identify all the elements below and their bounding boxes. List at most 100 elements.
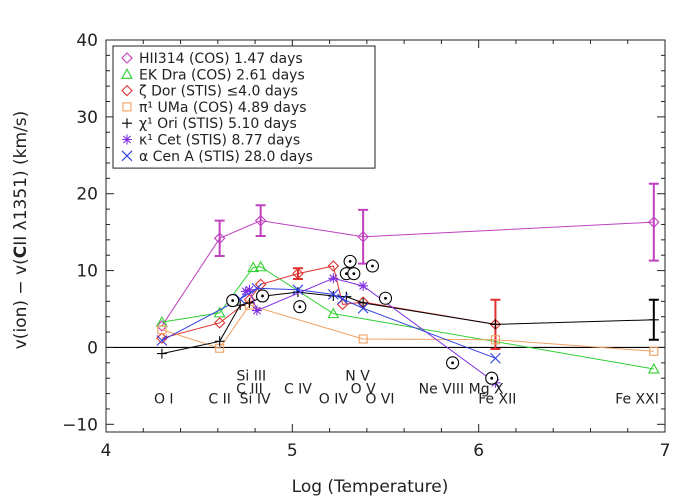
legend-label: ζ Dor (STIS) ≤4.0 days <box>139 84 298 100</box>
ion-label: Si IV <box>240 392 271 408</box>
series-4 <box>157 300 659 356</box>
data-point <box>328 273 339 284</box>
x-tick-label: 6 <box>473 441 484 461</box>
sun-point <box>446 356 460 370</box>
sun-point <box>226 294 240 308</box>
legend-marker <box>122 118 132 129</box>
sun-dot <box>490 376 494 380</box>
data-point <box>647 362 660 374</box>
data-point <box>358 297 369 308</box>
sun-dot <box>384 296 387 300</box>
sun-dot <box>344 272 348 276</box>
sun-dot <box>352 272 356 276</box>
data-point <box>490 335 500 345</box>
legend-marker <box>122 102 132 112</box>
series-1 <box>156 182 660 332</box>
sun-dot <box>298 305 302 309</box>
sun-dot <box>348 259 352 263</box>
y-axis-label-part-3: I <box>11 241 31 246</box>
series-6 <box>240 273 501 388</box>
ion-label: N V <box>345 369 370 385</box>
sun-point <box>378 291 393 305</box>
data-point <box>254 214 267 227</box>
sun-point <box>485 371 499 385</box>
series-line <box>161 265 496 339</box>
legend-marker <box>121 84 133 97</box>
data-point <box>327 307 340 319</box>
y-tick-label: 0 <box>87 338 98 358</box>
data-point <box>327 260 340 272</box>
sun-dot <box>451 361 454 365</box>
plot-frame <box>105 39 666 433</box>
data-point <box>214 336 225 347</box>
data-point <box>240 286 251 297</box>
error-bar <box>255 204 266 237</box>
ion-label: C III <box>236 382 263 398</box>
data-point <box>490 352 501 364</box>
series-line <box>161 266 654 370</box>
data-point <box>648 216 660 228</box>
ion-label: O I <box>154 392 174 408</box>
sun-dot <box>261 294 264 298</box>
data-point <box>358 280 369 291</box>
x-tick-label: 4 <box>101 441 112 461</box>
ion-label: O VI <box>365 392 394 408</box>
data-point <box>213 306 226 318</box>
sun-point <box>255 289 270 303</box>
sun-point <box>293 300 307 314</box>
sun-dot <box>231 299 235 302</box>
legend-label: κ¹ Cet (STIS) 8.77 days <box>139 133 300 149</box>
legend-label: χ¹ Ori (STIS) 5.10 days <box>139 116 297 132</box>
y-tick-label: −10 <box>62 415 98 435</box>
data-point <box>490 319 501 330</box>
data-point <box>327 289 339 300</box>
error-bar <box>292 267 303 281</box>
series-line <box>161 304 654 352</box>
legend-box <box>112 45 376 169</box>
data-point <box>341 291 352 302</box>
legend-marker <box>121 52 133 64</box>
ion-label: Fe XXI <box>615 392 659 408</box>
sun-point <box>365 259 380 273</box>
data-point <box>337 293 349 305</box>
series-3 <box>156 260 502 350</box>
legend-label: α Cen A (STIS) 28.0 days <box>139 149 313 165</box>
data-point <box>156 335 168 346</box>
data-point <box>357 302 369 314</box>
data-point <box>156 348 167 359</box>
sun-dot <box>371 264 374 268</box>
ion-label: Ne VIII <box>419 382 465 398</box>
series-7 <box>156 282 501 364</box>
legend-marker <box>121 68 133 79</box>
sun-points <box>226 254 499 385</box>
data-point <box>648 314 659 325</box>
y-axis-label: v(ion) − v(CII λ1351) (km/s) <box>11 111 31 350</box>
data-point <box>213 317 226 329</box>
y-axis-label-part-4: I λ1351) (km/s) <box>11 111 31 241</box>
data-point <box>157 325 167 335</box>
series-layer <box>155 182 660 388</box>
ion-label: O IV <box>319 392 349 408</box>
data-point <box>254 278 267 291</box>
sun-point <box>347 267 361 281</box>
data-point <box>156 320 168 332</box>
data-point <box>292 284 304 296</box>
y-axis-label-part-1: v(ion) − v( <box>11 258 31 349</box>
y-tick-label: 20 <box>76 185 98 205</box>
ion-label: C II <box>208 392 230 408</box>
x-axis-label: Log (Temperature) <box>292 477 449 497</box>
ion-label: C IV <box>284 382 312 398</box>
data-point <box>357 230 369 243</box>
data-point <box>254 260 267 272</box>
legend-label: HII314 (COS) 1.47 days <box>139 51 303 67</box>
legend-marker <box>121 150 133 162</box>
sun-point <box>343 254 357 268</box>
legend-marker <box>122 134 132 145</box>
legend-label: π¹ UMa (COS) 4.89 days <box>139 100 307 116</box>
data-point <box>244 297 255 308</box>
x-tick-label: 7 <box>660 441 671 461</box>
